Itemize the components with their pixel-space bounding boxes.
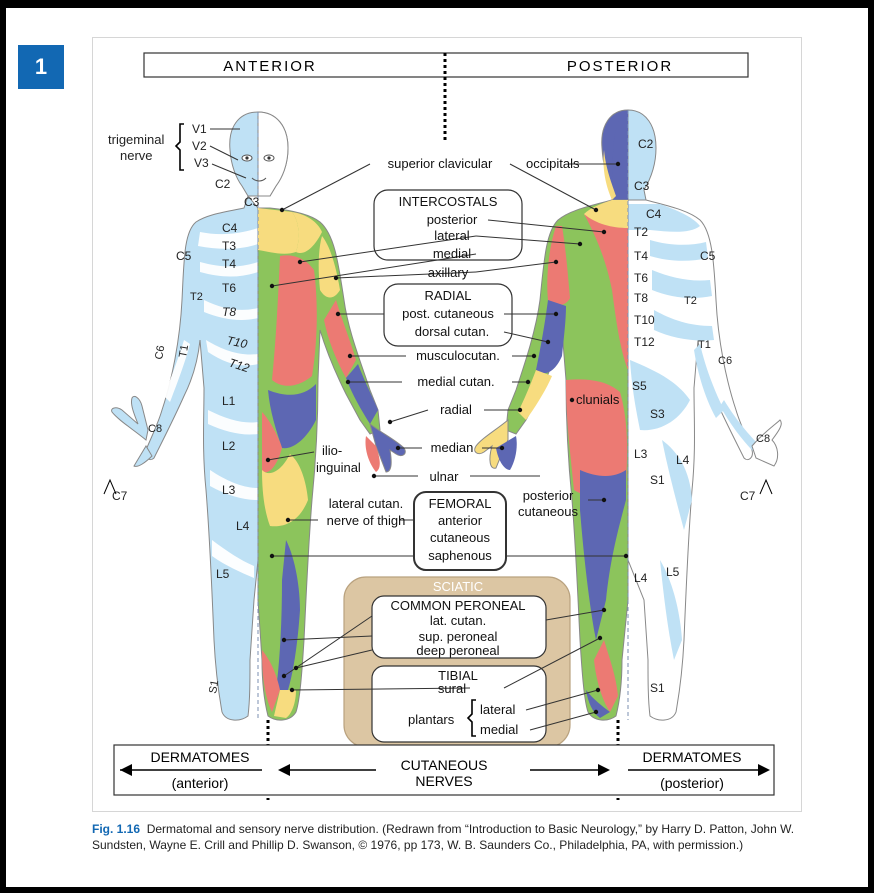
lateral-cutan-label: lateral cutan. xyxy=(329,496,403,511)
derm-ant-L3: L3 xyxy=(222,483,236,497)
v2-label: V2 xyxy=(192,139,207,153)
medial-cutan-label: medial cutan. xyxy=(417,374,494,389)
derm-post-C6: C6 xyxy=(718,355,732,367)
occipitals-label: occipitals xyxy=(526,156,580,171)
trigeminal-label: trigeminal xyxy=(108,132,164,147)
radial-group-label: RADIAL xyxy=(425,288,472,303)
derm-ant-L2: L2 xyxy=(222,439,236,453)
anterior-paren-label: (anterior) xyxy=(172,775,229,791)
v3-label: V3 xyxy=(194,156,209,170)
caption-text: Dermatomal and sensory nerve distributio… xyxy=(92,822,794,852)
derm-ant-T6: T6 xyxy=(222,281,236,295)
clunials-label: clunials xyxy=(576,392,620,407)
plantars-label: plantars xyxy=(408,712,455,727)
dermatomes-posterior-label: DERMATOMES xyxy=(642,749,741,765)
figure-number: Fig. 1.16 xyxy=(92,822,140,836)
derm-post-T8: T8 xyxy=(634,291,648,305)
saphenous-label: saphenous xyxy=(428,548,492,563)
derm-ant-T4: T4 xyxy=(222,257,236,271)
post-cutaneous-label: post. cutaneous xyxy=(402,306,494,321)
v1-label: V1 xyxy=(192,122,207,136)
intercostals-label: INTERCOSTALS xyxy=(399,194,498,209)
derm-ant-L1: L1 xyxy=(222,394,236,408)
anterior-heading: ANTERIOR xyxy=(223,58,317,75)
derm-post-T4: T4 xyxy=(634,249,648,263)
femoral-label: FEMORAL xyxy=(429,496,492,511)
sciatic-label: SCIATIC xyxy=(433,579,483,594)
intercostal-lateral-label: lateral xyxy=(434,228,470,243)
derm-post-L5: L5 xyxy=(666,565,680,579)
derm-post-T1: T1 xyxy=(698,339,711,351)
derm-post-T6: T6 xyxy=(634,271,648,285)
sural-label: sural xyxy=(438,681,466,696)
femoral-cutaneous-label: cutaneous xyxy=(430,530,490,545)
femoral-anterior-label: anterior xyxy=(438,513,483,528)
derm-ant-T3: T3 xyxy=(222,239,236,253)
dermatomes-anterior-label: DERMATOMES xyxy=(150,749,249,765)
musculocutan-label: musculocutan. xyxy=(416,348,500,363)
derm-post-T10: T10 xyxy=(634,313,655,327)
inguinal-label: inguinal xyxy=(316,460,361,475)
derm-post-C3: C3 xyxy=(634,179,650,193)
common-peroneal-label: COMMON PERONEAL xyxy=(390,598,525,613)
superior-clavicular-label: superior clavicular xyxy=(388,156,493,171)
lat-cutan-label: lat. cutan. xyxy=(430,613,486,628)
derm-ant-T2: T2 xyxy=(190,291,203,303)
axillary-label: axillary xyxy=(428,265,469,280)
radial-label: radial xyxy=(440,402,472,417)
derm-ant-T8: T8 xyxy=(222,305,236,319)
trigeminal-nerve-label: nerve xyxy=(120,148,153,163)
footer-legend: DERMATOMES (anterior) CUTANEOUS NERVES D… xyxy=(114,745,774,795)
derm-post-L4b: L4 xyxy=(634,571,648,585)
derm-post-C7: C7 xyxy=(740,489,756,503)
derm-post-L3: L3 xyxy=(634,447,648,461)
derm-ant-S1: S1 xyxy=(207,679,221,694)
derm-post-S1b: S1 xyxy=(650,681,665,695)
deep-peroneal-label: deep peroneal xyxy=(416,643,499,658)
derm-ant-L5: L5 xyxy=(216,567,230,581)
derm-post-C5: C5 xyxy=(700,249,716,263)
derm-post-L4a: L4 xyxy=(676,453,690,467)
posterior-cutaneous-label-2: cutaneous xyxy=(518,504,578,519)
intercostal-medial-label: medial xyxy=(433,246,471,261)
derm-ant-L4: L4 xyxy=(236,519,250,533)
derm-ant-C4: C4 xyxy=(222,221,238,235)
nerves-label: NERVES xyxy=(415,773,472,789)
derm-post-T2b: T2 xyxy=(684,295,697,307)
derm-post-C8: C8 xyxy=(756,433,770,445)
cutaneous-label: CUTANEOUS xyxy=(401,757,488,773)
derm-ant-T1: T1 xyxy=(177,344,191,359)
posterior-cutaneous-label-1: posterior xyxy=(523,488,574,503)
derm-ant-C2: C2 xyxy=(215,177,231,191)
plantar-lateral-label: lateral xyxy=(480,702,516,717)
derm-ant-C8: C8 xyxy=(148,423,162,435)
dorsal-cutan-label: dorsal cutan. xyxy=(415,324,489,339)
derm-ant-C6: C6 xyxy=(153,345,167,361)
derm-post-T2: T2 xyxy=(634,225,648,239)
posterior-heading: POSTERIOR xyxy=(567,58,673,75)
nerve-of-thigh-label: nerve of thigh xyxy=(327,513,406,528)
derm-post-S1a: S1 xyxy=(650,473,665,487)
ilio-label: ilio- xyxy=(322,443,342,458)
plantar-medial-label: medial xyxy=(480,722,518,737)
derm-post-C4: C4 xyxy=(646,207,662,221)
derm-ant-C3: C3 xyxy=(244,195,260,209)
ulnar-label: ulnar xyxy=(430,469,460,484)
derm-post-T12: T12 xyxy=(634,335,655,349)
median-label: median xyxy=(431,440,474,455)
figure-caption: Fig. 1.16 Dermatomal and sensory nerve d… xyxy=(92,822,812,853)
derm-ant-C5: C5 xyxy=(176,249,192,263)
derm-post-S3: S3 xyxy=(650,407,665,421)
derm-post-S5: S5 xyxy=(632,379,647,393)
derm-post-C2: C2 xyxy=(638,137,654,151)
intercostal-posterior-label: posterior xyxy=(427,212,478,227)
posterior-paren-label: (posterior) xyxy=(660,775,724,791)
sup-peroneal-label: sup. peroneal xyxy=(419,629,498,644)
